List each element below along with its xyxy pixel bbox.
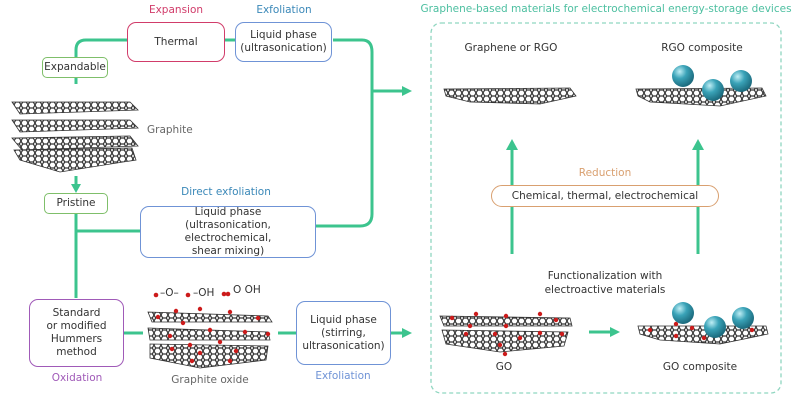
flow-top-to-right: [316, 38, 374, 228]
liquid-phase-stirring-box: Liquid phase (stirring, ultrasonication): [296, 301, 391, 365]
rgo-composite-image: [635, 65, 767, 107]
rgo-composite-label: RGO composite: [661, 42, 743, 54]
graphite-oxide-label: Graphite oxide: [171, 374, 249, 386]
functionalization-label: Functionalization with electroactive mat…: [544, 270, 666, 296]
go-composite-image: [637, 302, 769, 345]
thermal-box: Thermal: [127, 22, 225, 62]
go-composite-label: GO composite: [662, 361, 738, 373]
direct-exfoliation-label: Direct exfoliation: [181, 186, 271, 198]
arrowhead-gocomp-up: [692, 139, 704, 150]
hummers-method-box: Standard or modified Hummers method: [29, 299, 124, 367]
flow-expandable-to-thermal: [74, 38, 128, 58]
arrowhead-top-right: [402, 86, 412, 96]
graphite-oxide-image: [147, 306, 273, 369]
oxidation-label: Oxidation: [51, 372, 103, 384]
graphite-label: Graphite: [147, 124, 193, 136]
arrowhead-bottom-right: [402, 328, 412, 338]
graphite-stack-image: [11, 101, 139, 173]
reduction-methods-box: Chemical, thermal, electrochemical: [491, 185, 719, 207]
arrowhead-pristine-down: [71, 184, 81, 193]
liquid-phase-direct-box: Liquid phase (ultrasonication, electroch…: [140, 206, 316, 258]
expansion-label: Expansion: [148, 4, 204, 16]
output-panel-border: [430, 22, 782, 394]
pristine-box: Pristine: [44, 193, 108, 214]
expandable-box: Expandable: [42, 57, 108, 78]
liquid-phase-ultrasonication-box: Liquid phase (ultrasonication): [235, 22, 332, 62]
reduction-label: Reduction: [578, 167, 632, 179]
graphene-sheet-image: [443, 87, 577, 105]
arrowhead-go-up: [506, 139, 518, 150]
panel-title: Graphene-based materials for electrochem…: [420, 3, 792, 15]
exfoliation-label-bottom: Exfoliation: [315, 370, 371, 382]
functional-group-epoxy: –O–: [160, 287, 179, 299]
go-image: [439, 311, 573, 357]
go-label: GO: [495, 361, 513, 373]
functional-groups-legend: [153, 291, 231, 298]
exfoliation-label-top: Exfoliation: [256, 4, 312, 16]
functional-group-hydroxyl: –OH: [193, 287, 215, 299]
graphene-or-rgo-label: Graphene or RGO: [464, 42, 558, 54]
arrowhead-go-to-gocomp: [610, 327, 620, 337]
functional-group-carboxyl: O OH: [233, 284, 261, 296]
